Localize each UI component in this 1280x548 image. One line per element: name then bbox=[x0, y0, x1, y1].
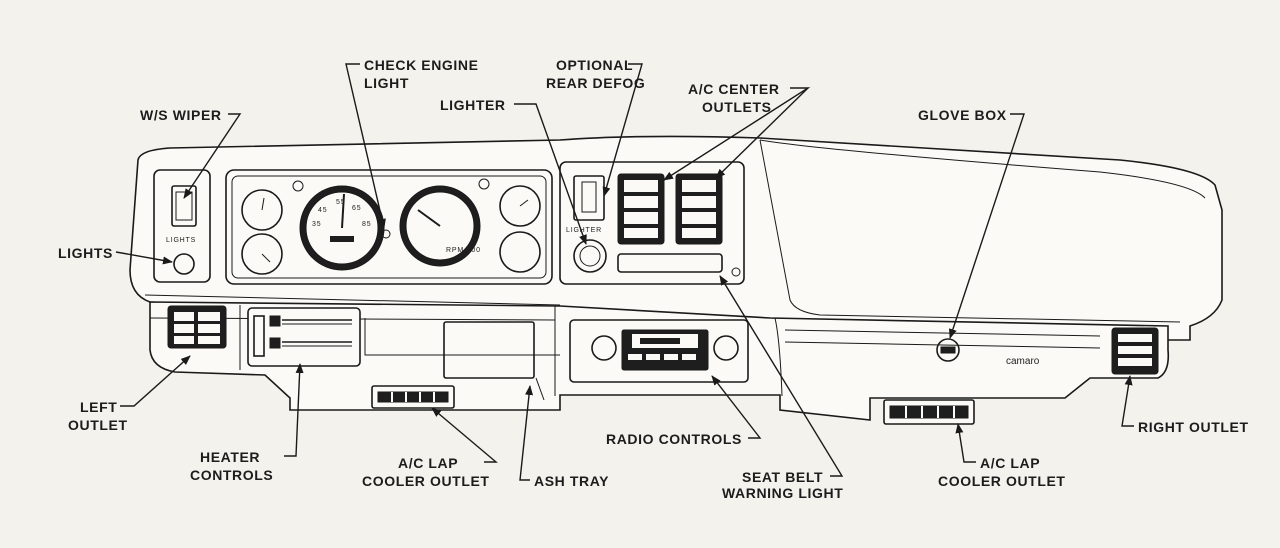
brand-badge: camaro bbox=[1006, 356, 1040, 367]
label-lighter: LIGHTER bbox=[440, 97, 506, 113]
label-ac-lap-right-line1: A/C LAP bbox=[980, 455, 1040, 471]
center-console-upper: LIGHTER bbox=[559, 161, 745, 285]
label-seat-belt-line1: SEAT BELT bbox=[742, 469, 823, 485]
radio bbox=[569, 319, 749, 383]
ac-lap-cooler-outlet-right[interactable] bbox=[883, 399, 975, 425]
svg-text:85: 85 bbox=[362, 221, 371, 228]
svg-text:45: 45 bbox=[318, 207, 327, 214]
label-ac-lap-right-line2: COOLER OUTLET bbox=[938, 473, 1066, 489]
ac-center-outlet-left[interactable] bbox=[617, 173, 665, 245]
radio-left-knob[interactable] bbox=[591, 335, 617, 361]
label-check-engine-line2: LIGHT bbox=[364, 75, 409, 91]
wiper-switch[interactable] bbox=[171, 185, 197, 227]
heater-controls[interactable] bbox=[247, 307, 361, 367]
label-optional-line1: OPTIONAL bbox=[556, 57, 633, 73]
radio-right-knob[interactable] bbox=[713, 335, 739, 361]
left-upper-gauge bbox=[241, 189, 283, 231]
right-upper-gauge bbox=[499, 185, 541, 227]
lighter-socket-label: LIGHTER bbox=[566, 227, 602, 234]
ac-lap-cooler-outlet-left[interactable] bbox=[371, 385, 455, 409]
label-heater-line1: HEATER bbox=[200, 449, 260, 465]
label-glove-box: GLOVE BOX bbox=[918, 107, 1007, 123]
tach-unit-label: RPM 100 bbox=[446, 247, 481, 254]
lights-knob[interactable] bbox=[173, 253, 195, 275]
cigarette-lighter[interactable] bbox=[573, 239, 607, 273]
label-optional-line2: REAR DEFOG bbox=[546, 75, 645, 91]
left-switch-pod: LIGHTS bbox=[153, 169, 211, 283]
label-ac-lap-left-line2: COOLER OUTLET bbox=[362, 473, 490, 489]
ash-tray[interactable] bbox=[443, 321, 535, 379]
left-lower-gauge bbox=[241, 233, 283, 275]
check-engine-lamp bbox=[381, 229, 391, 239]
right-lower-gauge bbox=[499, 231, 541, 273]
label-check-engine-line1: CHECK ENGINE bbox=[364, 57, 479, 73]
glove-box-lock[interactable] bbox=[936, 338, 960, 362]
svg-text:35: 35 bbox=[312, 221, 321, 228]
left-outlet[interactable] bbox=[167, 305, 227, 349]
label-ac-center-line1: A/C CENTER bbox=[688, 81, 780, 97]
instrument-cluster: 45 55 65 35 85 RPM 100 bbox=[225, 169, 553, 285]
leader-lines bbox=[115, 63, 1134, 481]
callout-labels: W/S WIPER CHECK ENGINE LIGHT OPTIONAL RE… bbox=[58, 57, 1249, 501]
label-heater-line2: CONTROLS bbox=[190, 467, 273, 483]
label-left-outlet-line2: OUTLET bbox=[68, 417, 128, 433]
rear-defog-switch[interactable] bbox=[573, 175, 605, 221]
svg-text:65: 65 bbox=[352, 205, 361, 212]
label-ws-wiper: W/S WIPER bbox=[140, 107, 222, 123]
label-ac-center-line2: OUTLETS bbox=[702, 99, 772, 115]
label-ac-lap-left-line1: A/C LAP bbox=[398, 455, 458, 471]
label-ash-tray: ASH TRAY bbox=[534, 473, 609, 489]
label-right-outlet: RIGHT OUTLET bbox=[1138, 419, 1249, 435]
lights-switch-label: LIGHTS bbox=[166, 237, 196, 244]
label-left-outlet-line1: LEFT bbox=[80, 399, 117, 415]
label-lights: LIGHTS bbox=[58, 245, 113, 261]
svg-text:55: 55 bbox=[336, 199, 345, 206]
ac-center-outlet-right[interactable] bbox=[675, 173, 723, 245]
label-radio-controls: RADIO CONTROLS bbox=[606, 431, 742, 447]
right-outlet[interactable] bbox=[1111, 327, 1159, 375]
seat-belt-warning-light bbox=[617, 253, 723, 273]
label-seat-belt-line2: WARNING LIGHT bbox=[722, 485, 843, 501]
